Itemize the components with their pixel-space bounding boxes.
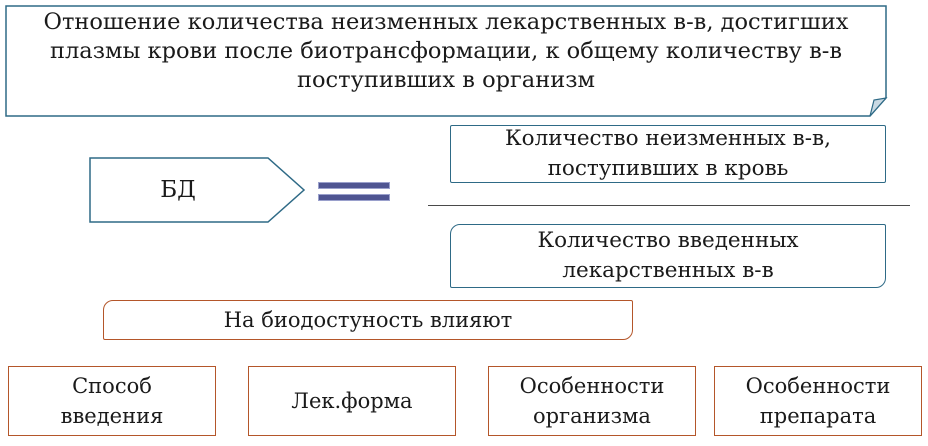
denominator-line-1: Количество введенных [537,228,799,253]
factor-3-line-1: Особенности [519,374,665,398]
numerator-line-2: поступивших в кровь [547,156,789,181]
bd-label: БД [160,177,196,203]
factor-1-line-2: введения [60,404,164,428]
factor-dosage-form: Лек.форма [248,366,456,436]
numerator-box: Количество неизменных в-в, поступивших в… [450,125,886,183]
definition-line-1: Отношение количества неизменных лекарств… [43,9,849,35]
factor-drug-features: Особенности препарата [714,366,922,436]
factor-2-line-1: Лек.форма [291,389,413,413]
factor-1-line-1: Способ [72,374,152,398]
definition-text: Отношение количества неизменных лекарств… [6,6,886,106]
denominator-box: Количество введенных лекарственных в-в [450,224,886,288]
bd-arrow-shape [89,157,306,223]
factor-organism-features: Особенности организма [488,366,696,436]
definition-line-3: поступивших в организм [297,67,595,93]
definition-callout-shape [5,5,888,117]
factor-4-line-2: препарата [759,404,877,428]
denominator-line-2: лекарственных в-в [562,258,774,283]
factors-header: На биодостуность влияют [103,300,633,340]
fraction-line [428,205,910,206]
equals-sign-top-bar [318,182,390,189]
factor-administration-route: Способ введения [8,366,216,436]
equals-sign-bottom-bar [318,194,390,201]
factor-3-line-2: организма [533,404,651,428]
definition-line-2: плазмы крови после биотрансформации, к о… [49,38,843,64]
factor-4-line-1: Особенности [745,374,891,398]
numerator-line-1: Количество неизменных в-в, [505,126,831,151]
